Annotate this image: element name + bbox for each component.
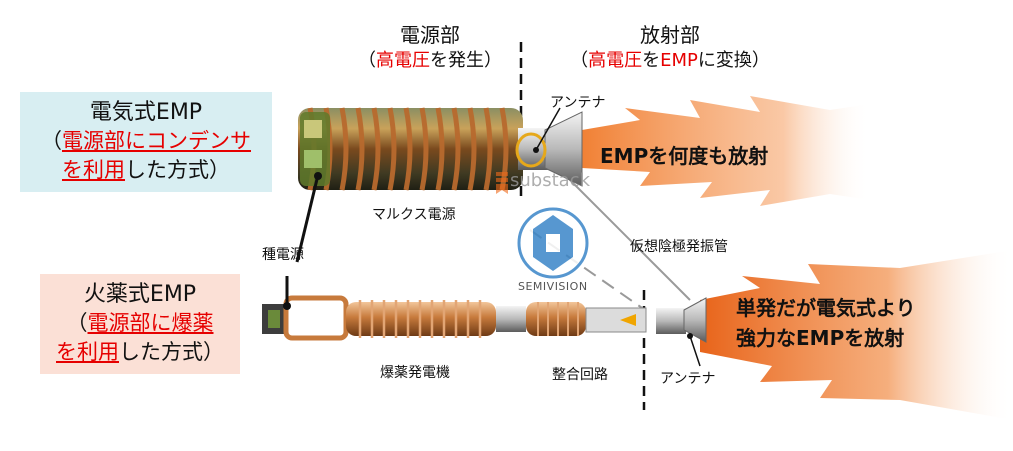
antenna-bottom-shape (656, 297, 707, 343)
label-antenna-top: アンテナ (550, 95, 606, 111)
bottom-emp-beam (700, 250, 1013, 420)
antenna-dot-bottom (687, 333, 693, 339)
seed-dot-top (314, 172, 322, 180)
beam-bottom-line2: 強力なEMPを放射 (736, 326, 905, 350)
seed-dot-bottom (283, 302, 291, 310)
explosive-generator (262, 295, 647, 341)
antenna-dot-top (533, 147, 539, 153)
leader-antenna-top (535, 107, 561, 151)
label-explosive-gen: 爆薬発電機 (380, 365, 450, 381)
leader-seed (295, 174, 320, 263)
label-marx: マルクス電源 (372, 207, 456, 223)
header-power-title: 電源部 (400, 23, 460, 47)
substack-watermark: substack (510, 170, 590, 191)
beam-top-text: EMPを何度も放射 (600, 144, 769, 168)
leader-antenna-bottom (689, 335, 701, 367)
electric-emp-line3: を利用した方式） (62, 158, 230, 182)
explosive-emp-line3: を利用した方式） (56, 340, 224, 364)
explosive-emp-title: 火薬式EMP (83, 282, 197, 307)
header-power: 電源部 （高電圧を発生） (345, 22, 515, 74)
label-seed: 種電源 (262, 247, 304, 263)
label-vircator: 仮想陰極発振管 (630, 239, 728, 255)
link-line-1 (559, 169, 691, 301)
electric-emp-line2: （電源部にコンデンサ (41, 129, 251, 153)
label-matching: 整合回路 (552, 367, 608, 383)
marx-generator (298, 107, 523, 191)
header-emit-title: 放射部 (640, 23, 700, 47)
label-antenna-bottom: アンテナ (660, 371, 716, 387)
beam-bottom-line1: 単発だが電気式より (736, 296, 916, 320)
semivision-watermark: SEMIVISION (518, 280, 588, 293)
top-emp-beam (582, 96, 870, 206)
electric-emp-box: 電気式EMP （電源部にコンデンサ を利用した方式） (20, 92, 272, 192)
explosive-emp-box: 火薬式EMP （電源部に爆薬 を利用した方式） (40, 274, 240, 374)
header-emit-sub: （高電圧をEMPに変換） (570, 50, 770, 71)
semivision-logo-icon (517, 207, 589, 279)
explosive-emp-line2: （電源部に爆薬 (66, 311, 214, 335)
substack-logo-icon (496, 172, 508, 194)
antenna-top-shape (515, 111, 583, 187)
electric-emp-title: 電気式EMP (89, 100, 203, 125)
header-emit: 放射部 （高電圧をEMPに変換） (545, 22, 795, 74)
header-power-sub: （高電圧を発生） (358, 50, 502, 71)
